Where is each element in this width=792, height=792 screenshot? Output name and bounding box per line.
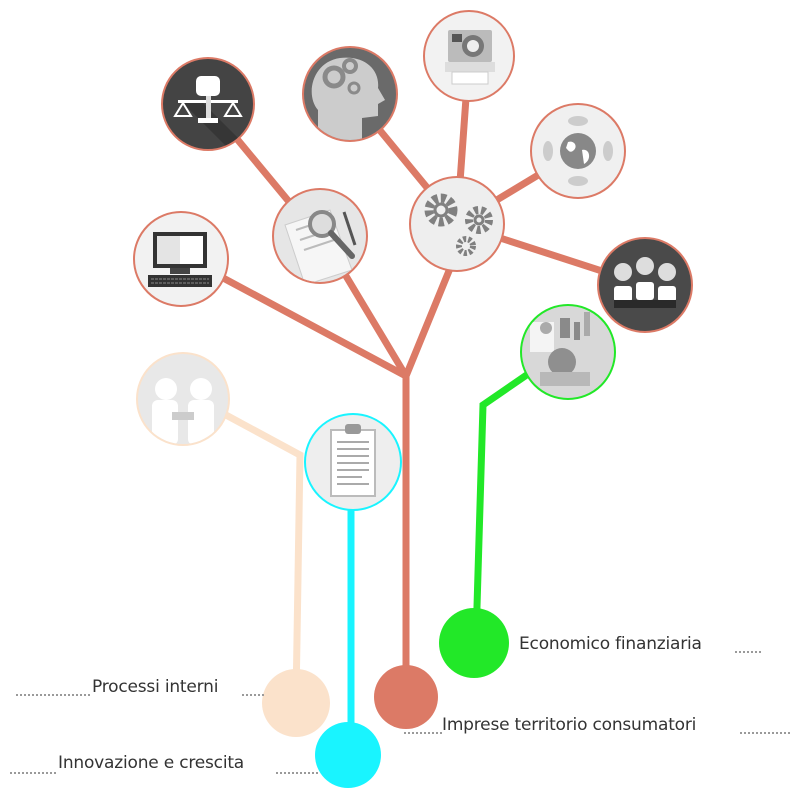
connector-processi (211, 404, 304, 701)
label-innovazione: Innovazione e crescita (58, 753, 245, 773)
label-economico: Economico finanziaria (519, 634, 702, 654)
leader-processi-left (16, 694, 90, 696)
label-processi: Processi interni (92, 677, 219, 697)
computer-icon (133, 211, 229, 307)
leader-economico (735, 651, 761, 653)
label-imprese: Imprese territorio consumatori (442, 715, 697, 735)
head-gears-icon (302, 46, 398, 142)
leader-imprese-left (404, 732, 442, 734)
dot-processi (262, 669, 330, 737)
clipboard-icon (304, 413, 402, 511)
gears-icon (409, 176, 505, 272)
dot-economico (439, 608, 509, 678)
dot-innovazione (315, 722, 381, 788)
leader-innovazione-right (276, 772, 318, 774)
magnifier-document-icon (272, 188, 368, 284)
camera-icon (423, 10, 515, 102)
handshake-icon (136, 352, 230, 446)
globe-leaves-icon (530, 103, 626, 199)
leader-imprese-right (740, 732, 790, 734)
dot-imprese (374, 665, 438, 729)
finance-chart-icon (520, 304, 616, 400)
leader-processi-right (242, 694, 264, 696)
leader-innovazione-left (10, 772, 56, 774)
lightbulb-people-icon (597, 237, 693, 333)
